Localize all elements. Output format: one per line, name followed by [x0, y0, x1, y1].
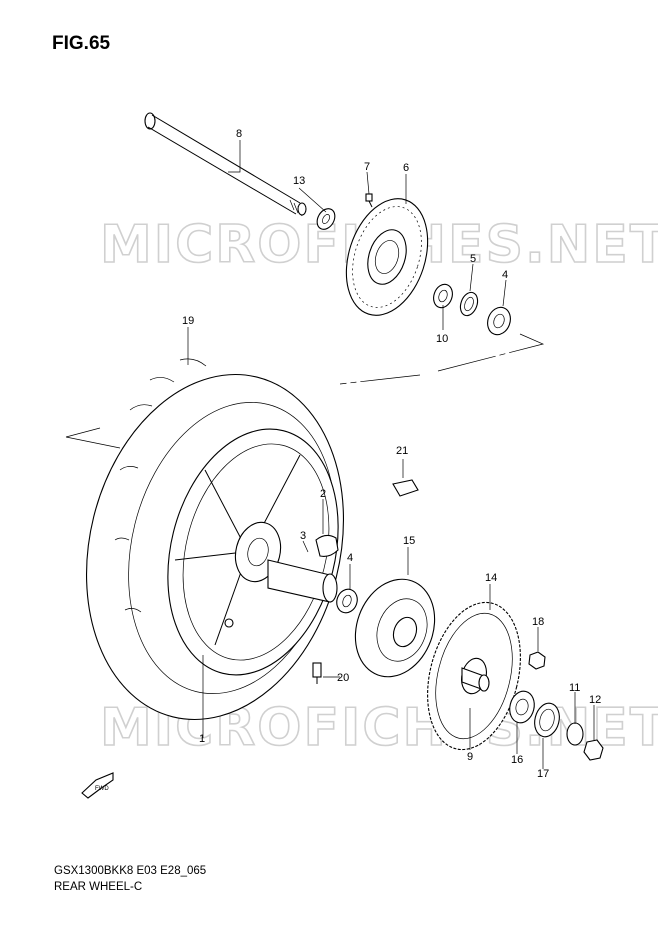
callout-15: 15 [403, 535, 415, 547]
disc-bolt-part[interactable] [365, 193, 373, 208]
callout-19: 19 [182, 315, 194, 327]
figure-title: FIG.65 [52, 33, 111, 54]
callout-3: 3 [300, 530, 306, 542]
axle-nut-part[interactable] [583, 739, 604, 761]
sprocket-nut-part[interactable] [528, 651, 546, 670]
callout-16: 16 [511, 754, 523, 766]
spacer-part[interactable] [430, 282, 455, 311]
callout-1: 1 [199, 733, 205, 745]
callout-17: 17 [537, 768, 549, 780]
bearing-16-part[interactable] [506, 689, 537, 726]
axle-sleeve-part[interactable] [267, 559, 338, 603]
valve-part[interactable] [312, 662, 322, 684]
axle-part[interactable] [144, 112, 307, 217]
sprocket-drum-part[interactable] [342, 568, 448, 688]
seal-17-part[interactable] [531, 701, 563, 740]
damper-part[interactable] [315, 534, 339, 557]
callout-10: 10 [436, 333, 448, 345]
oil-seal-part[interactable] [457, 290, 480, 318]
callout-5: 5 [470, 253, 476, 265]
callout-21: 21 [396, 445, 408, 457]
callout-18: 18 [532, 616, 544, 628]
callout-14: 14 [485, 572, 497, 584]
callout-4-top: 4 [502, 269, 508, 281]
callout-8: 8 [236, 128, 242, 140]
hub-part[interactable] [461, 667, 490, 692]
callout-7: 7 [364, 161, 370, 173]
diagram-code: GSX1300BKK8 E03 E28_065 [54, 865, 207, 877]
bearing-lower-part[interactable] [333, 586, 360, 615]
spacer-11-part[interactable] [566, 722, 584, 746]
diagram-name: REAR WHEEL-C [54, 881, 143, 893]
callout-6: 6 [403, 162, 409, 174]
callout-11: 11 [569, 682, 580, 694]
callout-2: 2 [320, 488, 326, 500]
washer-part[interactable] [314, 205, 339, 232]
callout-4-lower: 4 [347, 552, 353, 564]
wheel-rim-part[interactable] [143, 411, 363, 693]
fwd-arrow-icon: FWD [81, 772, 114, 799]
brake-disc-part[interactable] [332, 188, 441, 326]
callout-9: 9 [467, 751, 473, 763]
callout-20: 20 [337, 672, 349, 684]
plate-part[interactable] [392, 479, 419, 497]
callout-12: 12 [589, 694, 601, 706]
fwd-label: FWD [95, 786, 109, 792]
bearing-top-part[interactable] [484, 304, 514, 338]
callout-13: 13 [293, 175, 305, 187]
